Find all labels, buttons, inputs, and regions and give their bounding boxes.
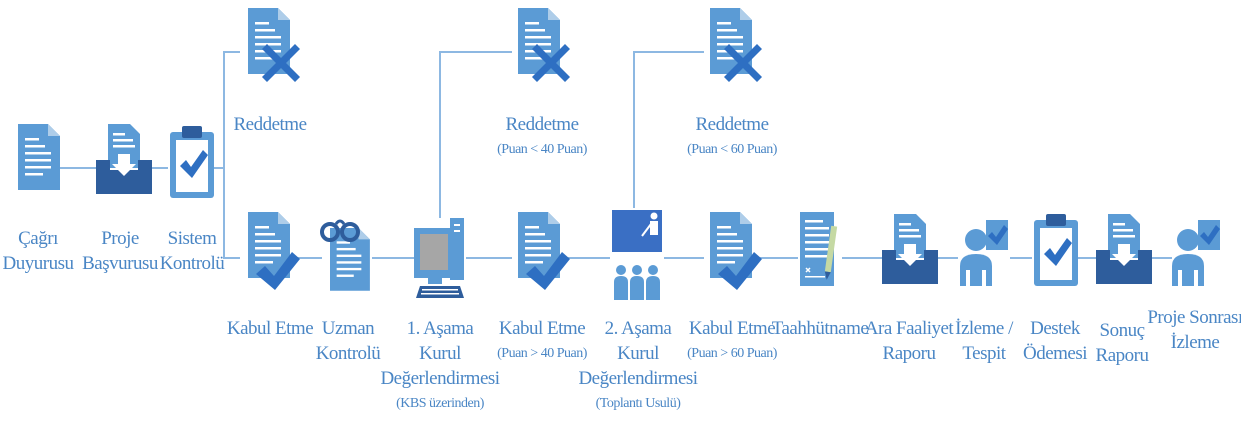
- person-check-icon: [1172, 220, 1220, 286]
- step-sonuc-label: Sonuç Raporu: [1096, 318, 1149, 368]
- step-title: Proje Sonrası: [1147, 307, 1241, 328]
- document-icon: [18, 124, 60, 190]
- document-x-icon: [518, 8, 570, 82]
- step-title: Proje: [101, 228, 139, 249]
- step-asama2-label: 2. Aşama Kurul Değerlendirmesi (Toplantı…: [578, 316, 698, 417]
- step-title: Değerlendirmesi: [578, 368, 698, 389]
- step-note: (KBS üzerinden): [396, 396, 484, 411]
- step-asama1-label: 1. Aşama Kurul Değerlendirmesi (KBS üzer…: [380, 316, 500, 417]
- step-title: 1. Aşama: [406, 318, 474, 339]
- step-title: Çağrı: [18, 228, 58, 249]
- inbox-document-icon: [96, 124, 152, 194]
- glasses-document-icon: [320, 219, 370, 291]
- inbox-document-icon: [1096, 214, 1152, 284]
- step-title: Ödemesi: [1022, 343, 1088, 364]
- contract-pen-icon: [800, 212, 838, 286]
- step-title: Başvurusu: [82, 253, 158, 274]
- step-reddetme-3-label: Reddetme (Puan < 60 Puan): [687, 112, 777, 163]
- step-destek-label: Destek Ödemesi: [1022, 316, 1088, 366]
- step-kabul-1-label: Kabul Etme: [226, 316, 314, 341]
- step-title: Reddetme: [505, 114, 579, 135]
- connector-lines: [58, 51, 1172, 259]
- step-title: 2. Aşama: [604, 318, 672, 339]
- clipboard-check-icon: [1034, 214, 1078, 286]
- step-cagri-label: Çağrı Duyurusu: [3, 226, 74, 276]
- step-title: Ara Faaliyet: [864, 318, 954, 339]
- clipboard-check-icon: [170, 126, 214, 198]
- step-izleme-label: İzleme / Tespit: [955, 316, 1013, 366]
- step-title: Kabul Etme: [688, 318, 776, 339]
- step-taahhut-label: Taahhütname: [772, 316, 869, 341]
- step-kabul-2-label: Kabul Etme (Puan > 40 Puan): [497, 316, 587, 367]
- step-title: İzleme /: [955, 318, 1013, 339]
- step-reddetme-2-label: Reddetme (Puan < 40 Puan): [497, 112, 587, 163]
- step-proje-label: Proje Başvurusu: [82, 226, 158, 276]
- step-kabul-3-label: Kabul Etme (Puan > 60 Puan): [687, 316, 777, 367]
- computer-icon: [414, 218, 464, 298]
- step-uzman-label: Uzman Kontrolü: [316, 316, 381, 366]
- step-note: (Puan > 60 Puan): [687, 346, 777, 361]
- document-x-icon: [710, 8, 762, 82]
- step-title: Kabul Etme: [226, 318, 314, 339]
- step-note: (Toplantı Usulü): [595, 396, 681, 411]
- document-check-icon: [248, 212, 300, 290]
- step-note: (Puan < 60 Puan): [687, 142, 777, 157]
- step-title: Kabul Etme: [498, 318, 586, 339]
- step-title: İzleme: [1170, 332, 1220, 353]
- step-title: Kontrolü: [315, 343, 381, 364]
- presentation-audience-icon: [612, 210, 662, 300]
- step-title: Uzman: [321, 318, 375, 339]
- step-ara-faaliyet-label: Ara Faaliyet Raporu: [864, 316, 954, 366]
- step-title: Değerlendirmesi: [380, 368, 500, 389]
- step-title: Reddetme: [695, 114, 769, 135]
- step-title: Kurul: [617, 343, 659, 364]
- step-title: Taahhütname: [771, 318, 869, 339]
- step-title: Tespit: [962, 343, 1006, 364]
- step-title: Kontrolü: [159, 253, 225, 274]
- step-note: (Puan < 40 Puan): [497, 142, 587, 157]
- document-check-icon: [710, 212, 762, 290]
- document-x-icon: [248, 8, 300, 82]
- step-title: Duyurusu: [2, 253, 74, 274]
- step-sistem-label: Sistem Kontrolü: [160, 226, 225, 276]
- step-title: Raporu: [882, 343, 936, 364]
- step-title: Reddetme: [233, 114, 307, 135]
- step-note: (Puan > 40 Puan): [497, 346, 587, 361]
- step-title: Sistem: [167, 228, 217, 249]
- person-check-icon: [960, 220, 1008, 286]
- step-title: Destek: [1030, 318, 1080, 339]
- step-title: Raporu: [1095, 345, 1149, 366]
- inbox-document-icon: [882, 214, 938, 284]
- step-title: Kurul: [419, 343, 461, 364]
- step-title: Sonuç: [1099, 320, 1145, 341]
- step-proje-sonrasi-label: Proje Sonrası İzleme: [1147, 305, 1241, 355]
- step-reddetme-1-label: Reddetme: [233, 112, 307, 137]
- document-check-icon: [518, 212, 570, 290]
